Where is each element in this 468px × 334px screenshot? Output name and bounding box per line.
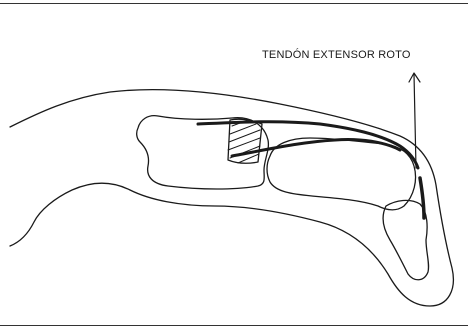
annotation-pointer (414, 74, 416, 168)
extensor-tendon-lower (232, 139, 400, 156)
bottom-divider (0, 325, 468, 326)
middle-phalanx (267, 138, 416, 210)
broken-extensor-tendon-label: TENDÓN EXTENSOR ROTO (262, 49, 411, 61)
extensor-tendon-distal-stub (420, 178, 424, 218)
distal-phalanx (383, 200, 429, 279)
